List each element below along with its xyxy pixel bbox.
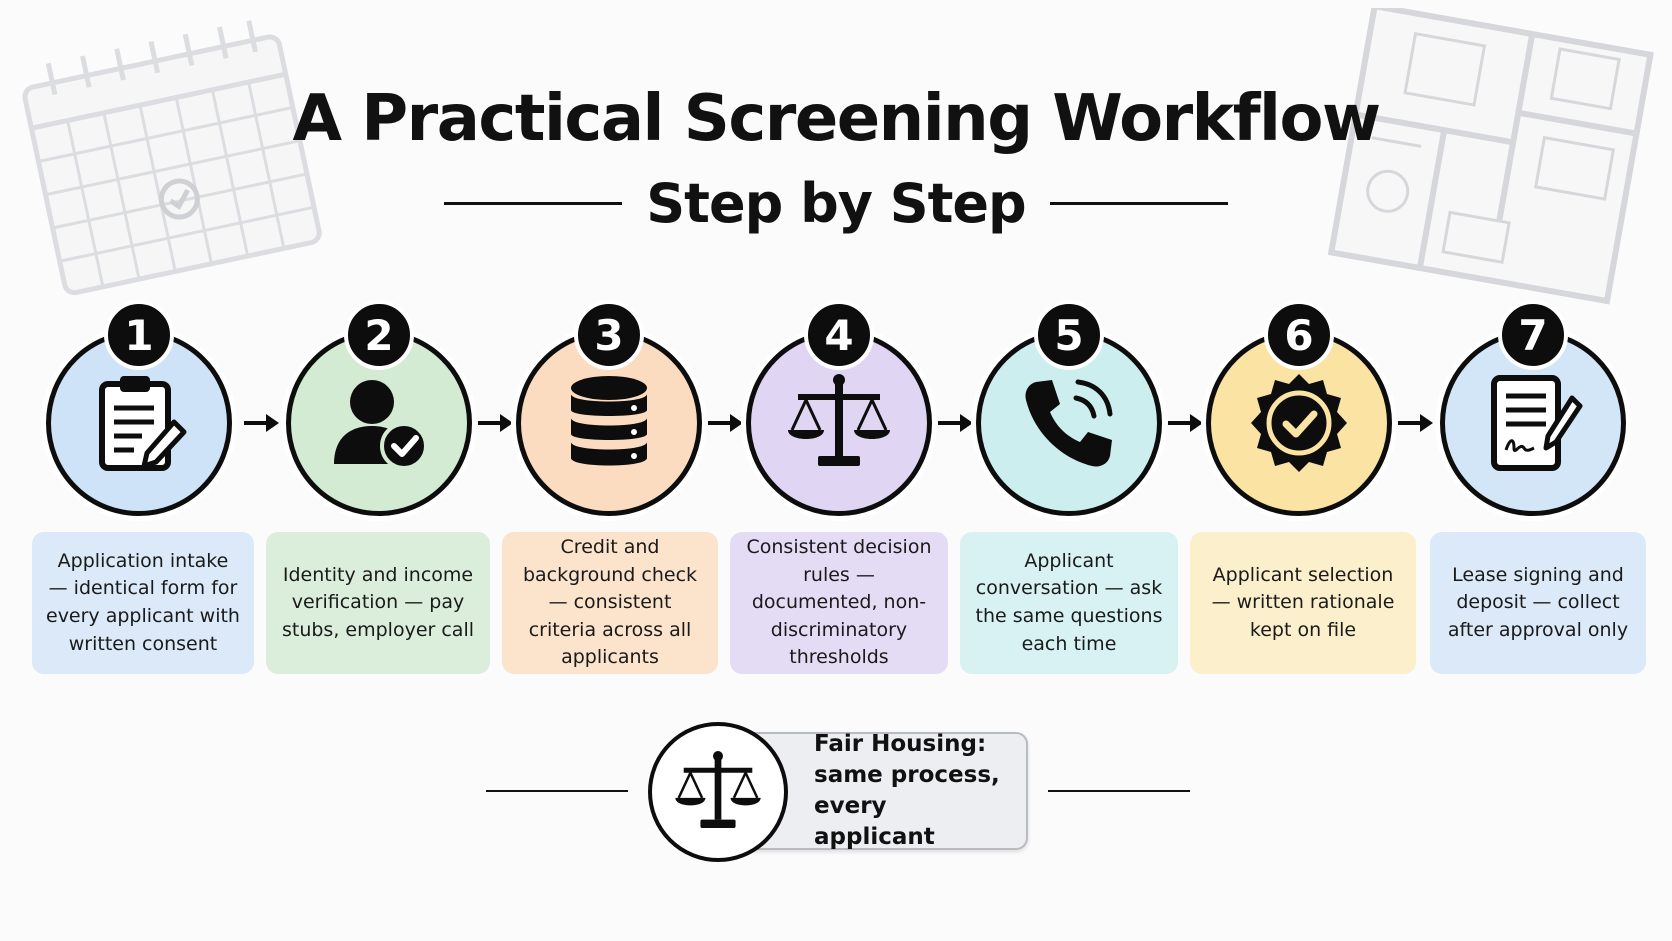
step-7-circle: [1440, 330, 1626, 516]
floor-plan-icon: [1327, 8, 1654, 305]
step-6-card: Applicant selection — written rationale …: [1190, 532, 1416, 674]
step-7-card: Lease signing and deposit — collect afte…: [1430, 532, 1646, 674]
step-3-circle: [516, 330, 702, 516]
step-4-card: Consistent decision rules — documented, …: [730, 532, 948, 674]
arrow-right-icon: [708, 414, 743, 432]
fair-housing-badge: [648, 722, 788, 862]
scales-icon: [675, 751, 761, 828]
fair-housing-text: Fair Housing: same process, every applic…: [814, 730, 1000, 851]
arrow-right-icon: [938, 414, 973, 432]
divider-line-right: [1049, 201, 1228, 205]
database-icon: [571, 376, 647, 466]
arrow-right-icon: [1398, 414, 1433, 432]
clipboard-pencil-icon: [99, 376, 187, 471]
step-5-circle: [976, 330, 1162, 516]
badge-check-icon: [1251, 374, 1347, 472]
step-7-number: 7: [1498, 300, 1568, 370]
divider-line-right: [1048, 790, 1190, 792]
step-1-number: 1: [104, 300, 174, 370]
step-5-card: Applicant conversation — ask the same qu…: [960, 532, 1178, 674]
step-2-card: Identity and income verification — pay s…: [266, 532, 490, 674]
calendar-icon: [22, 20, 322, 296]
scales-icon: [788, 374, 890, 466]
step-4-number: 4: [804, 300, 874, 370]
arrow-right-icon: [478, 414, 513, 432]
step-6-number: 6: [1264, 300, 1334, 370]
divider-line-left: [444, 201, 623, 205]
subtitle-row: Step by Step: [0, 168, 1672, 238]
step-3-number: 3: [574, 300, 644, 370]
arrow-right-icon: [1168, 414, 1203, 432]
phone-icon: [1025, 379, 1113, 467]
page-title: A Practical Screening Workflow: [292, 82, 1381, 156]
step-2-number: 2: [344, 300, 414, 370]
divider-line-left: [486, 790, 628, 792]
arrow-right-icon: [244, 414, 279, 432]
step-1-card: Application intake — identical form for …: [32, 532, 254, 674]
step-3-card: Credit and background check — consistent…: [502, 532, 718, 674]
page-subtitle: Step by Step: [646, 171, 1026, 235]
signed-document-icon: [1491, 375, 1583, 471]
user-check-icon: [334, 380, 428, 470]
step-2-circle: [286, 330, 472, 516]
step-5-number: 5: [1034, 300, 1104, 370]
